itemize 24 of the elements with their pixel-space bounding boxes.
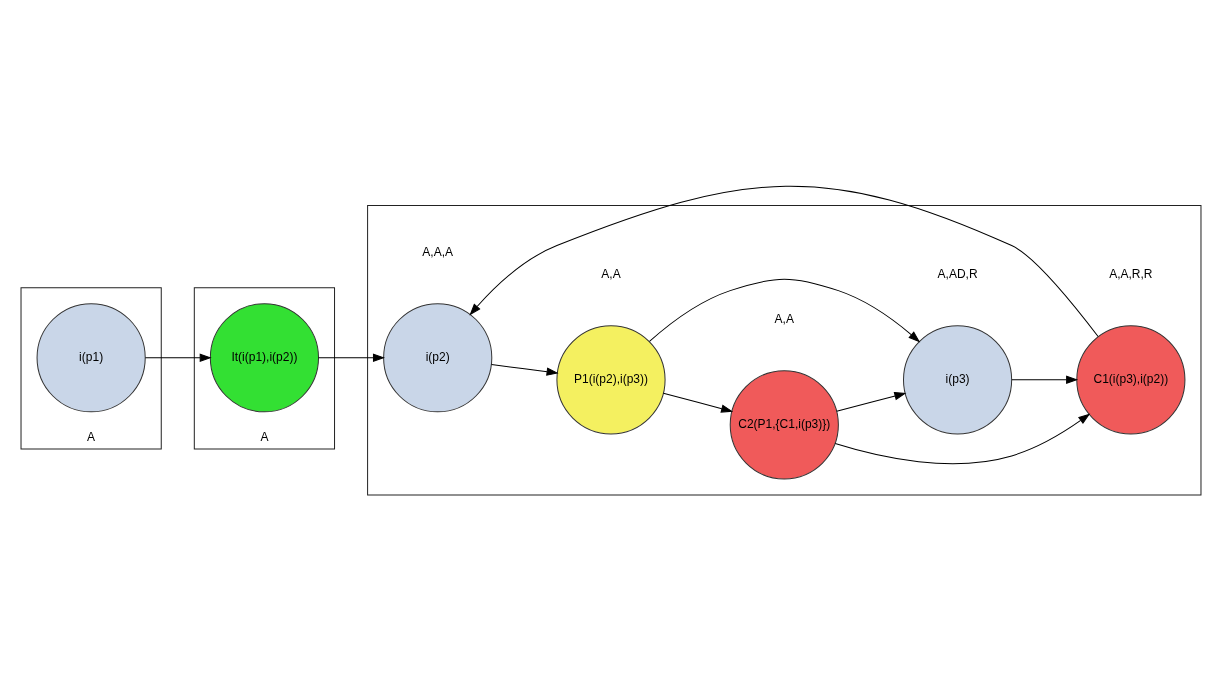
node-label: A,A,A xyxy=(422,244,454,259)
arrow xyxy=(662,392,733,413)
node-circle: C2(P1,{C1,i(p3)}) xyxy=(729,369,839,479)
arrow xyxy=(318,353,384,362)
node-label: A,A,R,R xyxy=(1109,266,1153,281)
arrow xyxy=(649,278,920,342)
arrow xyxy=(1011,375,1078,384)
node-label: A xyxy=(260,429,269,444)
arrow xyxy=(836,391,906,412)
arrow xyxy=(834,413,1090,464)
node-label: A,A xyxy=(774,311,794,326)
arrow xyxy=(491,363,558,376)
cluster xyxy=(193,286,336,449)
cluster xyxy=(20,286,162,449)
arrow xyxy=(469,185,1099,337)
node-circle: i(p3) xyxy=(903,324,1013,434)
node-circle: It(i(p1),i(p2)) xyxy=(209,302,319,412)
node-circle: i(p1) xyxy=(36,302,146,412)
node-label: A xyxy=(87,429,96,444)
node-label: A,AD,R xyxy=(937,266,978,281)
node-circle: P1(i(p2),i(p3)) xyxy=(556,324,666,434)
cluster xyxy=(367,204,1202,495)
arrow xyxy=(144,353,211,362)
node-label: A,A xyxy=(601,266,621,281)
